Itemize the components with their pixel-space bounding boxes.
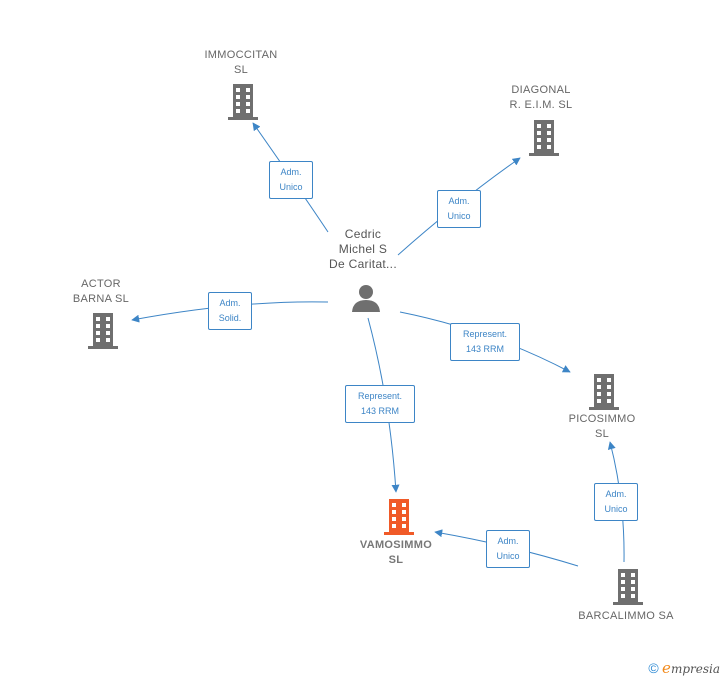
building-icon bbox=[228, 84, 258, 120]
node-label-actor: ACTOR BARNA SL bbox=[72, 278, 130, 305]
building-icon-main bbox=[384, 499, 414, 535]
edge-label-barcalimmo-vamosimmo: Adm. Unico bbox=[486, 530, 530, 568]
node-label-diagonal: DIAGONAL R. E.I.M. SL bbox=[509, 84, 573, 111]
brand-logo-text: mpresia bbox=[670, 662, 720, 676]
building-icon bbox=[613, 569, 643, 605]
node-label-immoccitan: IMMOCCITAN SL bbox=[204, 49, 278, 76]
edge-label-immoccitan: Adm. Unico bbox=[269, 161, 313, 199]
edge-label-diagonal: Adm. Unico bbox=[437, 190, 481, 228]
building-icon bbox=[88, 313, 118, 349]
copyright-symbol: © bbox=[648, 660, 659, 676]
edge-label-barcalimmo-picosimmo: Adm. Unico bbox=[594, 483, 638, 521]
edge-label-actor: Adm. Solid. bbox=[208, 292, 252, 330]
node-label-picosimmo: PICOSIMMO SL bbox=[568, 413, 636, 440]
building-icon bbox=[529, 120, 559, 156]
building-icon bbox=[589, 374, 619, 410]
footer-watermark: © empresia bbox=[648, 659, 720, 677]
edge-label-vamosimmo-person: Represent. 143 RRM bbox=[345, 385, 415, 423]
node-label-vamosimmo: VAMOSIMMO SL bbox=[359, 539, 433, 566]
person-icon bbox=[352, 285, 380, 312]
brand-logo-initial: e bbox=[662, 659, 671, 677]
node-label-person: Cedric Michel S De Caritat... bbox=[329, 227, 397, 271]
edge-label-picosimmo-person: Represent. 143 RRM bbox=[450, 323, 520, 361]
node-label-barcalimmo: BARCALIMMO SA bbox=[578, 610, 674, 622]
